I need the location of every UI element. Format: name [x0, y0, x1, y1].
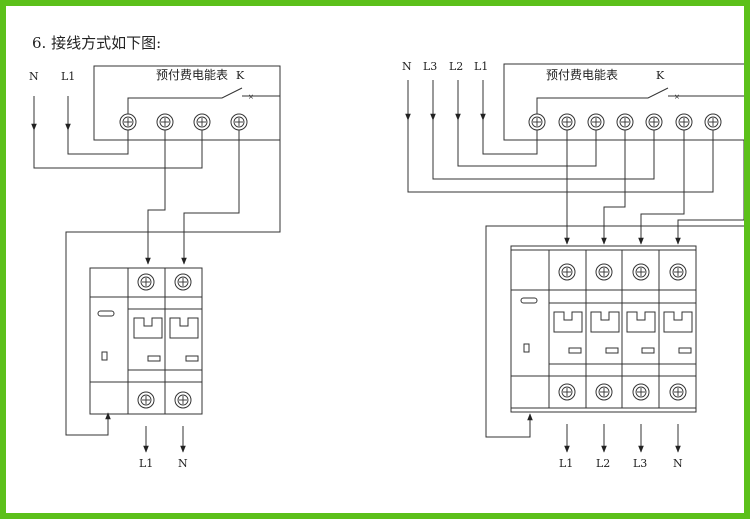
left-output-label-l1: L1 [139, 457, 153, 470]
wiring-diagram-canvas: 预付费电能表 K × N L1 [29, 60, 744, 470]
right-input-label-n: N [402, 60, 412, 73]
left-wiring-diagram: 预付费电能表 K × N L1 [29, 65, 281, 470]
left-switch-label: K [236, 69, 245, 82]
svg-text:×: × [248, 93, 254, 101]
right-output-label-l1: L1 [559, 457, 573, 470]
right-switch-label: K [656, 69, 665, 82]
left-output-label-n: N [178, 457, 188, 470]
right-input-label-l1: L1 [474, 60, 488, 73]
left-meter-terminals [119, 113, 248, 131]
right-output-label-n: N [673, 457, 683, 470]
right-meter-label: 预付费电能表 [546, 68, 618, 82]
right-wiring-diagram: 预付费电能表 K × N L3 L2 L1 [402, 60, 744, 470]
svg-text:×: × [674, 93, 680, 101]
right-output-label-l2: L2 [596, 457, 610, 470]
page-heading: 6. 接线方式如下图: [32, 34, 162, 52]
left-breaker [89, 267, 203, 415]
left-input-label-n: N [29, 70, 39, 83]
right-breaker [510, 245, 697, 413]
right-output-label-l3: L3 [633, 457, 647, 470]
left-input-label-l1: L1 [61, 70, 75, 83]
right-input-label-l3: L3 [423, 60, 437, 73]
left-meter-label: 预付费电能表 [156, 68, 228, 82]
right-input-label-l2: L2 [449, 60, 463, 73]
right-meter-terminals [528, 113, 722, 131]
